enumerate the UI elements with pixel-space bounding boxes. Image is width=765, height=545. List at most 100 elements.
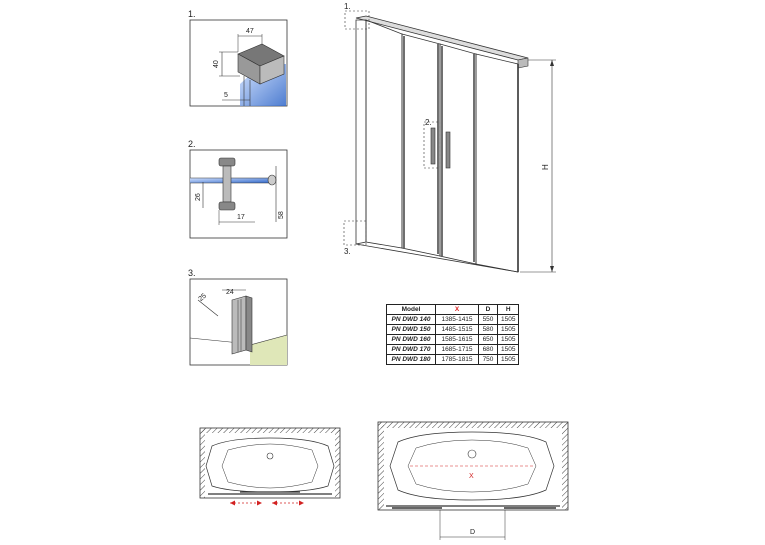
table-header: H (496, 304, 520, 315)
table-cell-model: PN DWD 170 (386, 344, 436, 355)
detail-2-dim-b: 17 (237, 214, 245, 221)
table-header: D (478, 304, 498, 315)
plan-left-arrowhead-3 (272, 500, 277, 506)
plan-left-tub-basin (205, 437, 335, 493)
detail-3-dim-a-line (197, 299, 219, 317)
detail-1: 1. 47 40 5 (188, 9, 288, 107)
table-cell-model: PN DWD 160 (386, 334, 436, 345)
detail-3-edge-left (189, 337, 241, 344)
plan-left-tub-outer (199, 427, 341, 499)
detail-3-dim-b: 24 (226, 289, 234, 296)
table-cell-h: 1505 (496, 354, 520, 365)
height-arrow-bottom (550, 266, 554, 272)
detail-2: 2. 26 17 58 (188, 139, 288, 239)
table-cell-h: 1505 (496, 334, 520, 345)
detail-3-profile-side (245, 295, 253, 353)
plan-left-drain (266, 452, 274, 460)
detail-3-edge-right (249, 334, 288, 346)
handle-right (445, 131, 451, 169)
callout-box-2 (423, 121, 441, 169)
height-arrow-top (550, 60, 554, 66)
table-cell-x: 1485-1515 (435, 324, 479, 335)
detail-2-dim-a: 26 (195, 193, 202, 201)
table-cell-x: 1385-1415 (435, 314, 479, 325)
plan-right-tub-basin (389, 431, 555, 501)
callout-box-1 (344, 10, 370, 30)
detail-3-profile (231, 295, 247, 355)
plan-right-d-label: D (470, 529, 475, 536)
table-cell-d: 580 (478, 324, 498, 335)
door-panel-4 (439, 43, 477, 265)
table-header: X (435, 304, 479, 315)
detail-3-frame (189, 278, 288, 366)
detail-2-glass (190, 178, 274, 183)
plan-left-arrowhead-1 (230, 500, 235, 506)
detail-1-label: 1. (188, 9, 196, 19)
plan-left (199, 427, 341, 506)
table-cell-h: 1505 (496, 314, 520, 325)
table-cell-d: 750 (478, 354, 498, 365)
detail-2-handle-bottom (218, 201, 236, 211)
table-cell-h: 1505 (496, 324, 520, 335)
table-cell-d: 550 (478, 314, 498, 325)
table-cell-x: 1785-1815 (435, 354, 479, 365)
top-rail-end (517, 57, 529, 69)
detail-2-label: 2. (188, 139, 196, 149)
plan-right-left-wall (378, 422, 384, 510)
detail-3: 3. 24 25 (188, 268, 288, 366)
plan-left-top-wall (200, 428, 340, 433)
plan-right-right-wall (562, 422, 568, 510)
table-cell-model: PN DWD 150 (386, 324, 436, 335)
table-cell-d: 680 (478, 344, 498, 355)
callout-box-3 (343, 220, 367, 246)
plan-left-right-wall (335, 428, 340, 498)
table-cell-h: 1505 (496, 344, 520, 355)
table-cell-x: 1585-1615 (435, 334, 479, 345)
callout-label-2: 2. (425, 118, 432, 127)
detail-1-dim-height: 40 (213, 60, 220, 68)
detail-2-handle-top (218, 157, 236, 167)
detail-2-handle-bar (222, 165, 232, 203)
table-cell-model: PN DWD 140 (386, 314, 436, 325)
callout-label-3: 3. (344, 247, 351, 256)
detail-3-dim-a: 25 (197, 292, 208, 302)
plan-right: X D (377, 421, 569, 540)
plan-left-tub-inner (221, 443, 319, 489)
table-row: PN DWD 160 1585-1615 650 1505 (386, 334, 520, 345)
table-header: Model (386, 304, 436, 315)
detail-1-dim-gap: 5 (224, 92, 228, 99)
detail-3-label: 3. (188, 268, 196, 278)
plan-left-left-wall (200, 428, 205, 498)
detail-2-knob (267, 174, 277, 186)
detail-1-frame (189, 19, 288, 107)
door-panel-2 (365, 19, 403, 249)
table-cell-model: PN DWD 180 (386, 354, 436, 365)
handle-left (430, 127, 436, 165)
callout-label-1: 1. (344, 2, 351, 11)
table-cell-d: 650 (478, 334, 498, 345)
plan-right-top-wall (378, 422, 568, 428)
plan-left-arrowhead-2 (257, 500, 262, 506)
table-row: PN DWD 150 1485-1515 580 1505 (386, 324, 520, 335)
detail-3-tub-surface (250, 335, 287, 365)
door-panel-5 (475, 53, 519, 273)
table-row: PN DWD 140 1385-1415 550 1505 (386, 314, 520, 325)
detail-1-dim-width: 47 (246, 28, 254, 35)
main-elevation: 1. 2. 3. H (343, 2, 556, 273)
table-row: PN DWD 180 1785-1815 750 1505 (386, 354, 520, 365)
plan-right-x-label: X (469, 473, 474, 480)
height-label: H (541, 164, 550, 170)
table-row: PN DWD 170 1685-1715 680 1505 (386, 344, 520, 355)
plan-left-arrowhead-4 (299, 500, 304, 506)
detail-1-profile-front (259, 55, 285, 85)
detail-2-frame (189, 149, 288, 239)
plan-right-drain (467, 449, 477, 459)
door-panel-1 (355, 19, 367, 245)
detail-2-dim-c: 58 (278, 211, 285, 219)
table-cell-x: 1685-1715 (435, 344, 479, 355)
bottom-line (355, 243, 519, 273)
plan-right-tub-inner (407, 439, 537, 493)
table-header-row: Model X D H (386, 304, 520, 315)
model-table: Model X D H PN DWD 140 1385-1415 550 150… (386, 304, 520, 365)
